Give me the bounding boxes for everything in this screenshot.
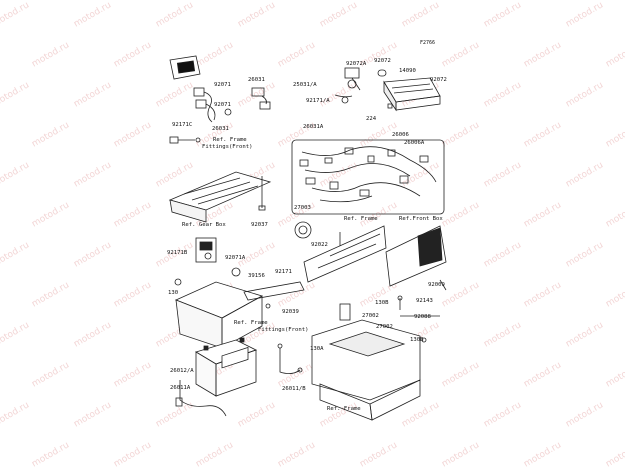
part-label: 92009 (428, 282, 445, 288)
part-label: 92171/A (306, 98, 330, 104)
part-label: 26006 (392, 132, 409, 138)
frame-section (303, 225, 447, 291)
battery (195, 337, 258, 397)
part-label: 92022 (311, 242, 328, 248)
battery-cables (175, 343, 303, 417)
part-label: 26031 (212, 126, 229, 132)
relay-harness (169, 87, 271, 144)
gear-box-bracket (168, 171, 272, 223)
part-label: 92171 (275, 269, 292, 275)
part-label: 130B (410, 337, 424, 343)
part-label: 26031 (248, 77, 265, 83)
part-label: 130B (375, 300, 389, 306)
ref-label: Ref. Frame (344, 216, 378, 222)
battery-tray (311, 295, 440, 421)
part-label: 130A (310, 346, 324, 352)
part-label: 27002 (362, 313, 379, 319)
main-wiring-harness (291, 139, 445, 215)
part-label: 92037 (251, 222, 268, 228)
figure-code: F2766 (420, 40, 436, 46)
ref-label: Ref. Gear Box (182, 222, 226, 228)
ref-label: Fittings(Front) (202, 144, 253, 150)
part-label: 25031/A (293, 82, 317, 88)
part-label: 14090 (399, 68, 416, 74)
part-label: 92171C (172, 122, 193, 128)
ref-label: Ref.Front Box (399, 216, 443, 222)
part-label: 27002 (376, 324, 393, 330)
ref-label: Ref. Frame (327, 406, 361, 412)
part-label: 92088 (414, 314, 431, 320)
starter-relay (174, 237, 241, 286)
part-label: 26011/B (282, 386, 306, 392)
part-label: 26006A (404, 140, 425, 146)
part-label: 92143 (416, 298, 433, 304)
part-label: 92071A (225, 255, 246, 261)
part-label: 27003 (294, 205, 311, 211)
part-label: 92071 (214, 102, 231, 108)
part-label: 130 (168, 290, 179, 296)
part-label: 92071 (214, 82, 231, 88)
control-box (383, 77, 441, 112)
battery-bracket (174, 281, 305, 349)
warning-sticker (169, 55, 201, 80)
part-label: 224 (366, 116, 377, 122)
part-label: 26012/A (170, 368, 194, 374)
part-label: 92072 (374, 58, 391, 64)
part-label: 92171B (167, 250, 188, 256)
part-label: 92039 (282, 309, 299, 315)
ref-label: Fittings(Front) (258, 327, 309, 333)
ref-label: Ref. Frame (213, 137, 247, 143)
part-label: 26031A (303, 124, 324, 130)
ref-label: Ref. Frame (234, 320, 268, 326)
part-label: 92072 (430, 77, 447, 83)
part-label: 26011A (170, 385, 191, 391)
part-label: 92072A (346, 61, 367, 67)
part-label: 39156 (248, 273, 265, 279)
